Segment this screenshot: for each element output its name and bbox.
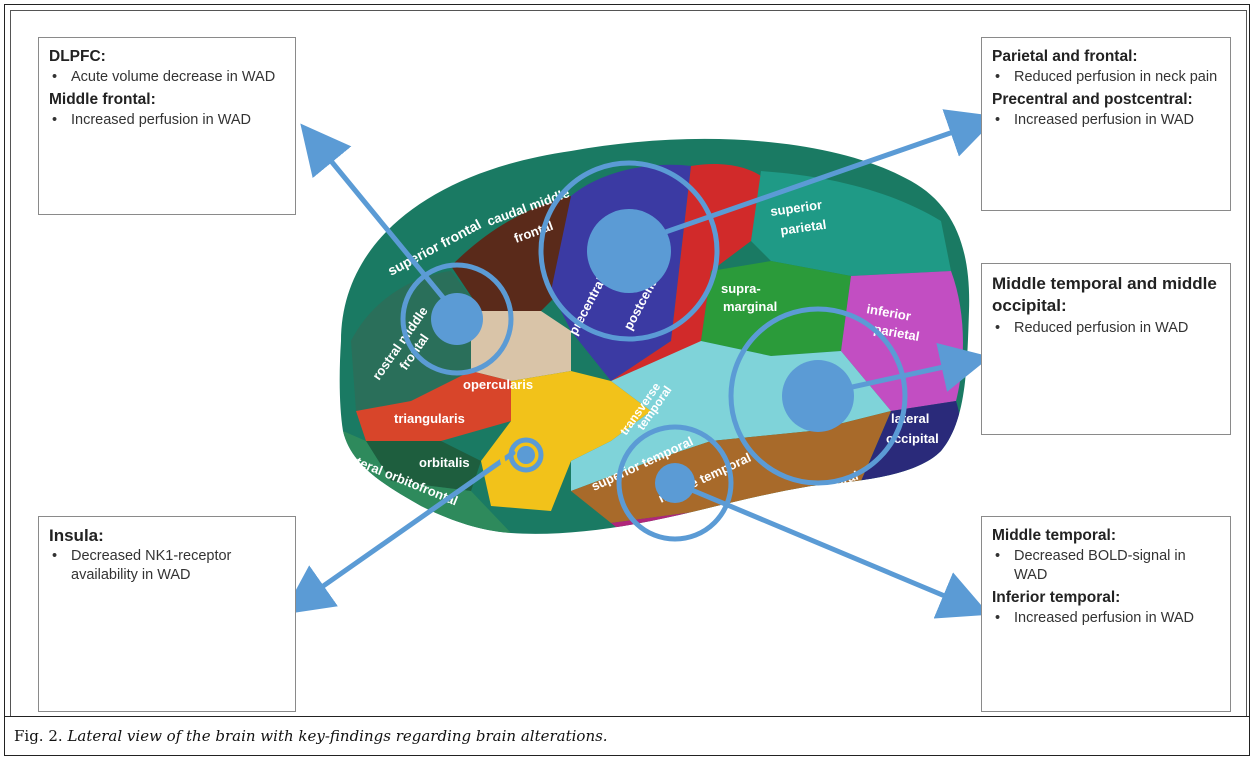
dot-precentral [587, 209, 671, 293]
arrow-middle-temporal [672, 480, 990, 619]
callout-item: Acute volume decrease in WAD [52, 68, 285, 87]
label-orbitalis: orbitalis [419, 455, 470, 470]
callout-item: Increased perfusion in WAD [995, 111, 1220, 130]
dot-dlpfc [431, 293, 483, 345]
caption-bar: Fig. 2. Lateral view of the brain with k… [4, 716, 1250, 756]
callout-heading: Inferior temporal: [992, 589, 1121, 606]
region-postcentral [611, 164, 761, 381]
brain-surface [339, 138, 970, 534]
ring-insula-outer [499, 428, 553, 482]
arrow-insula [282, 450, 516, 615]
callout-heading: Middle temporal and middle occipital: [992, 274, 1217, 315]
callout-middle-temporal: Middle temporal: Decreased BOLD-signal i… [981, 516, 1231, 712]
ring-precentral [538, 160, 720, 342]
ring-insula-inner [508, 437, 544, 473]
dot-parietal-temporal [782, 360, 854, 432]
label-triangularis: triangularis [394, 411, 465, 426]
label-supramarginal-2: marginal [723, 299, 777, 314]
region-superior-parietal [751, 171, 951, 276]
region-opercularis [471, 311, 571, 381]
label-superior-parietal-1: superior [769, 197, 823, 219]
callout-heading: DLPFC: [49, 48, 106, 65]
callout-insula: Insula: Decreased NK1-receptor availabil… [38, 516, 296, 712]
dot-middle-temporal [655, 463, 695, 503]
figure-caption: Fig. 2. Lateral view of the brain with k… [14, 727, 608, 745]
label-opercularis: opercularis [463, 377, 533, 392]
label-lateral-occipital-1: lateral [891, 411, 929, 426]
callout-item: Increased perfusion in WAD [995, 609, 1220, 628]
highlight-dots [431, 209, 854, 503]
dot-insula [517, 446, 535, 464]
callout-item: Decreased BOLD-signal in WAD [995, 547, 1220, 585]
callout-item: Reduced perfusion in neck pain [995, 68, 1220, 87]
callout-dlpfc: DLPFC: Acute volume decrease in WAD Midd… [38, 37, 296, 215]
label-supramarginal-1: supra- [721, 281, 761, 296]
ring-middle-temporal [616, 424, 734, 542]
region-inferior-parietal [841, 271, 963, 411]
callout-item: Reduced perfusion in WAD [995, 319, 1220, 338]
callout-heading: Insula: [49, 526, 104, 545]
label-lateral-occipital-2: occipital [886, 431, 939, 446]
arrow-parietal [608, 109, 998, 254]
label-superior-parietal-2: parietal [779, 217, 827, 238]
region-insula [481, 371, 651, 511]
brain-diagram: superior frontal caudal middle frontal r… [282, 109, 998, 619]
callout-middle-temporal-occipital: Middle temporal and middle occipital: Re… [981, 263, 1231, 435]
caption-lead: Fig. 2. [14, 727, 63, 745]
figure-frame [4, 4, 1250, 756]
caption-text: Lateral view of the brain with key-findi… [67, 727, 608, 745]
ring-dlpfc [400, 262, 514, 376]
callout-item: Decreased NK1-receptor availability in W… [52, 547, 285, 585]
callout-heading: Parietal and frontal: [992, 48, 1138, 65]
region-supramarginal [701, 261, 851, 356]
callout-heading: Middle temporal: [992, 527, 1117, 544]
callout-parietal: Parietal and frontal: Reduced perfusion … [981, 37, 1231, 211]
callout-item: Increased perfusion in WAD [52, 111, 285, 130]
region-orbitalis [366, 441, 481, 491]
callout-heading: Middle frontal: [49, 91, 156, 108]
arrow-dlpfc [300, 123, 462, 320]
figure-panel: superior frontal caudal middle frontal r… [10, 10, 1247, 717]
region-lateral-orbitofrontal [343, 431, 511, 533]
ring-parietal-temporal [728, 306, 908, 486]
highlight-rings [400, 160, 908, 542]
region-triangularis [356, 371, 511, 441]
callout-heading: Precentral and postcentral: [992, 91, 1193, 108]
